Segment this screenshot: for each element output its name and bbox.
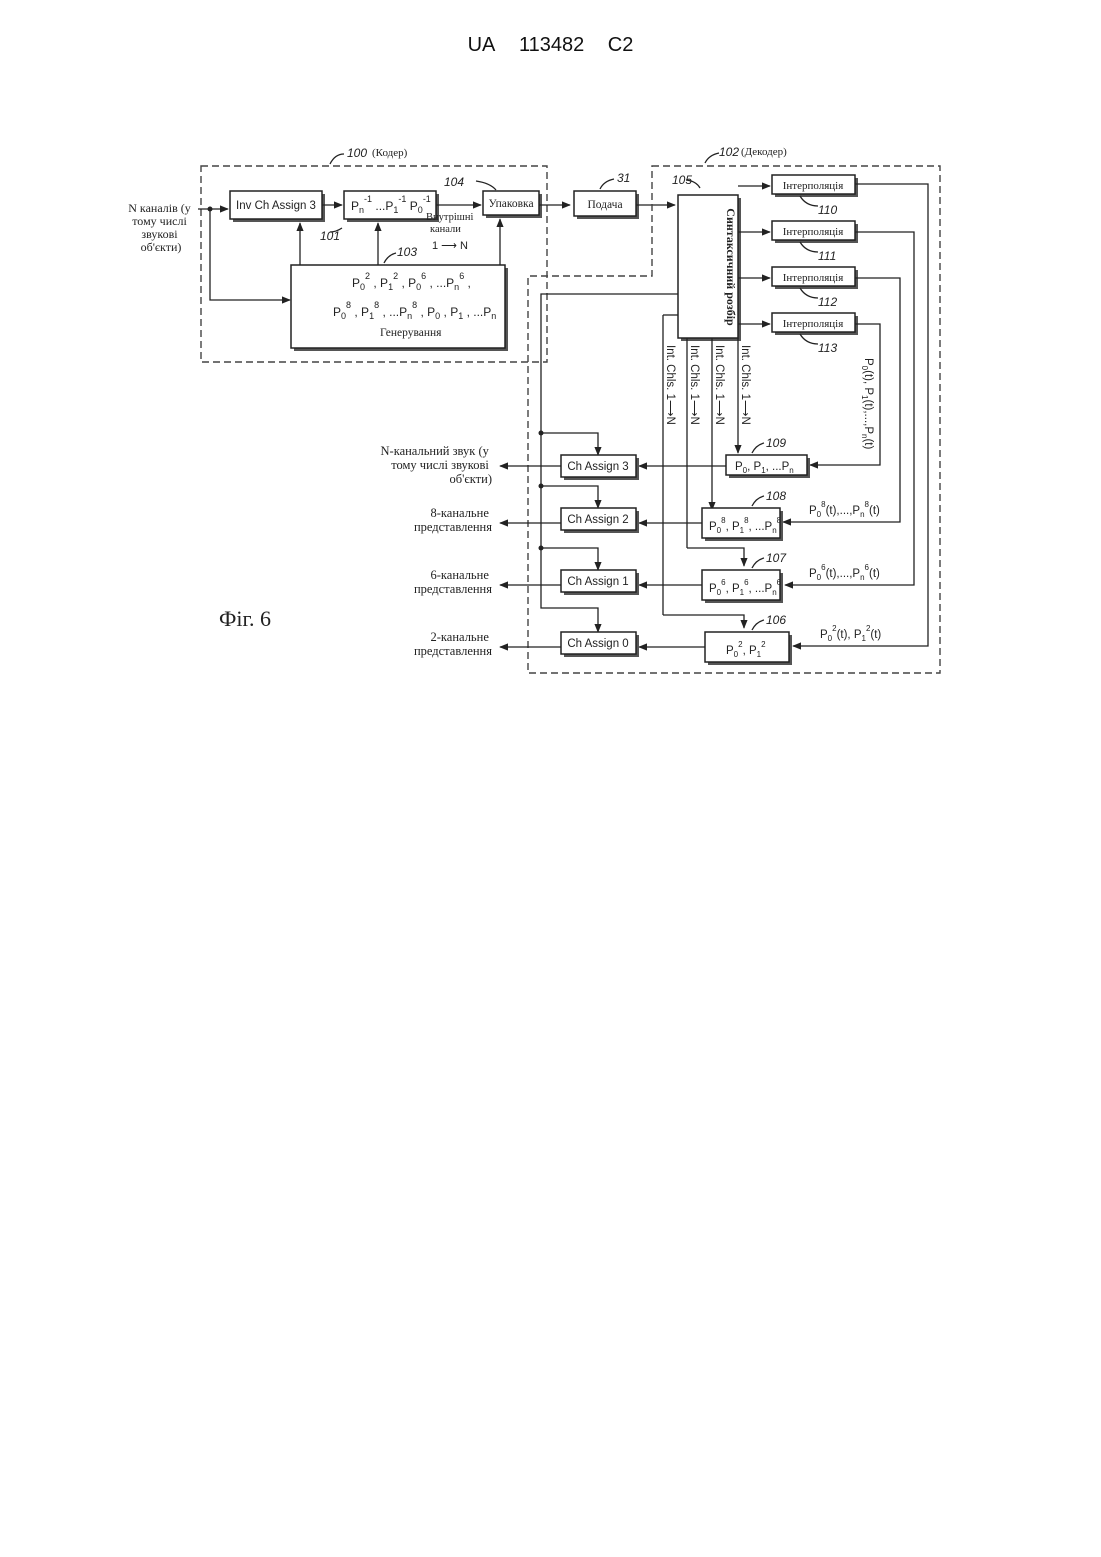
interpolation-label: Інтерполяція — [783, 318, 844, 330]
output-label-2: 2-канальне представлення — [414, 630, 492, 658]
decoder-ref: 102 — [719, 145, 739, 159]
interpolation-ref: 112 — [818, 295, 837, 309]
ch-assign-3-block: Ch Assign 3 — [561, 455, 639, 480]
parser-label: Синтаксичний розбір — [724, 208, 738, 326]
int-chls-label-4: Int. Chls. 1⟶N — [739, 345, 751, 425]
interpolation-label: Інтерполяція — [783, 272, 844, 284]
ch-assign-label: Ch Assign 3 — [567, 461, 628, 473]
matrix-ref: 109 — [766, 436, 786, 450]
int-chls-label-1: Int. Chls. 1⟶N — [664, 345, 676, 425]
encoder-ref: 100 — [347, 146, 367, 160]
matrix-block-106: P02, P12 106 — [705, 613, 792, 665]
generation-label: Генерування — [380, 327, 442, 339]
generation-ref-leader — [384, 253, 396, 263]
encoder-input-label: N каналів (у тому числі звукові об'єкти) — [128, 201, 193, 254]
pack-ref-leader — [476, 181, 496, 190]
matrix-ref: 107 — [766, 551, 787, 565]
pack-label: Упаковка — [488, 198, 533, 210]
output-label-n: N-канальний звук (у тому числі звукові о… — [381, 444, 493, 486]
output-label-8: 8-канальне представлення — [414, 506, 492, 534]
output-label-6: 6-канальне представлення — [414, 568, 492, 596]
time-matrix-label-8: P08(t),...,Pn8(t) — [809, 500, 880, 519]
feed-ref-leader — [600, 179, 614, 189]
feed-ref: 31 — [617, 171, 630, 185]
pack-ref: 104 — [444, 175, 464, 189]
interpolation-113: Інтерполяція 113 — [738, 313, 858, 355]
interpolation-label: Інтерполяція — [783, 226, 844, 238]
matrix-ref: 108 — [766, 489, 786, 503]
figure-label: Фіг. 6 — [219, 606, 271, 631]
internal-channels-label: Внутрішні канали — [426, 212, 476, 235]
time-matrix-label-6: P06(t),...,Pn6(t) — [809, 563, 880, 582]
decoder-caption: (Декодер) — [741, 146, 787, 158]
ch-assign-0-block: Ch Assign 0 — [561, 632, 639, 657]
inverse-block-ref: 101 — [320, 229, 340, 243]
interpolation-112: Інтерполяція 112 — [738, 267, 858, 309]
generation-ref: 103 — [397, 245, 417, 259]
time-matrix-label-n: P0(t), P1(t),...,Pn(t) — [860, 358, 874, 449]
matrix-block-107: P06, P16, ...Pn6 107 — [702, 551, 787, 603]
interpolation-label: Інтерполяція — [783, 180, 844, 192]
matrix-ref: 106 — [766, 613, 786, 627]
matrix-block-108: P08, P18, ...Pn8 108 — [702, 489, 786, 541]
internal-channels-range: 1 ⟶ N — [432, 240, 468, 252]
interpolation-110: Інтерполяція 110 — [738, 175, 858, 217]
ch-assign-label: Ch Assign 2 — [567, 514, 628, 526]
interpolation-ref: 113 — [818, 341, 837, 355]
int-chls-label-2: Int. Chls. 1⟶N — [688, 345, 700, 425]
feed-section: Подача 31 — [539, 171, 675, 219]
interpolation-ref: 110 — [818, 203, 837, 217]
ch-assign-label: Ch Assign 0 — [567, 638, 628, 650]
decoder-ref-leader — [705, 153, 719, 163]
inv-ch-assign-label: Inv Ch Assign 3 — [236, 200, 316, 212]
interpolation-111: Інтерполяція 111 — [738, 221, 858, 263]
parser-ref: 105 — [672, 173, 692, 187]
ch-assign-label: Ch Assign 1 — [567, 576, 628, 588]
encoder-section: 100 (Кодер) N каналів (у тому числі звук… — [128, 146, 547, 362]
interpolation-ref: 111 — [818, 249, 836, 263]
decoder-section: 102 (Декодер) Синтаксичний розбір 105 Ін… — [500, 145, 940, 673]
ch-assign-2-block: Ch Assign 2 — [561, 508, 639, 533]
encoder-ref-leader — [330, 154, 344, 164]
ch-assign-1-block: Ch Assign 1 — [561, 570, 639, 595]
encoder-caption: (Кодер) — [372, 147, 408, 159]
feed-label: Подача — [587, 199, 622, 211]
time-matrix-label-2: P02(t), P12(t) — [820, 624, 881, 643]
int-chls-label-3: Int. Chls. 1⟶N — [713, 345, 725, 425]
